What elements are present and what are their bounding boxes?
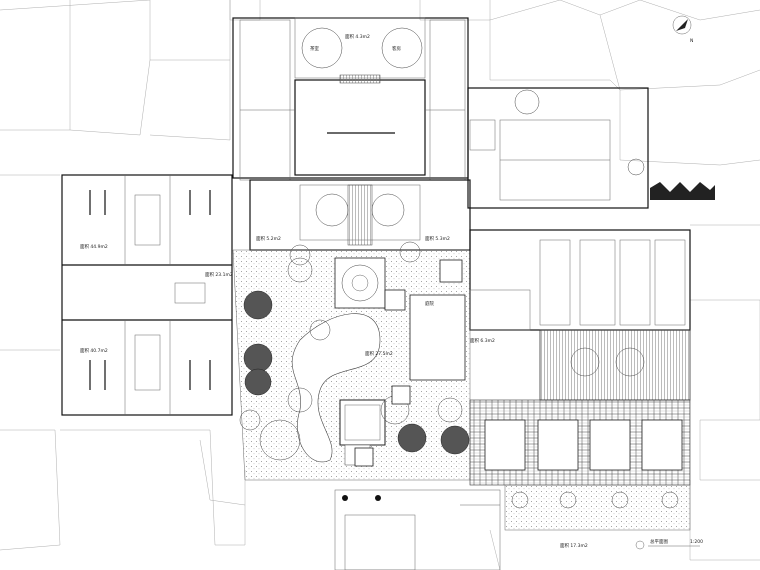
area-label-west-1: 面积 44.9m2: [80, 243, 108, 250]
drawing-scale: 1:200: [690, 539, 703, 545]
south-entry: [334, 489, 501, 570]
north-label: N: [690, 38, 693, 44]
area-label-garden-west: 面积 23.1m2: [205, 271, 233, 278]
area-label-north: 面积 4.3m2: [345, 33, 370, 40]
garden-area-label: 庭院: [425, 300, 434, 307]
room-label-north-2: 客房: [392, 45, 401, 52]
west-wing: 面积 44.9m2 面积 40.7m2: [61, 174, 233, 416]
area-label-garden: 面积 27.5m2: [365, 350, 393, 357]
north-arrow-icon: [672, 15, 692, 35]
drawing-title: 总平面图: [650, 538, 668, 545]
area-label-mid-left: 面积 5.2m2: [256, 235, 281, 242]
central-garden: 庭院 面积 27.5m2 面积 23.1m2: [205, 249, 471, 501]
room-label-north-1: 茶室: [310, 45, 319, 52]
drawing-title-block: 总平面图 1:200: [635, 538, 703, 550]
area-label-mid-right: 面积 5.3m2: [425, 235, 450, 242]
guest-rooms: 面积 17.3m2: [469, 399, 691, 549]
main-hall: 茶室 客房 面积 4.3m2: [232, 17, 469, 181]
east-deck: 面积 6.3m2: [470, 329, 691, 401]
area-label-east: 面积 6.3m2: [470, 337, 495, 344]
area-label-south: 面积 17.3m2: [560, 542, 588, 549]
east-blocks: [467, 87, 715, 331]
area-label-west-2: 面积 40.7m2: [80, 347, 108, 354]
